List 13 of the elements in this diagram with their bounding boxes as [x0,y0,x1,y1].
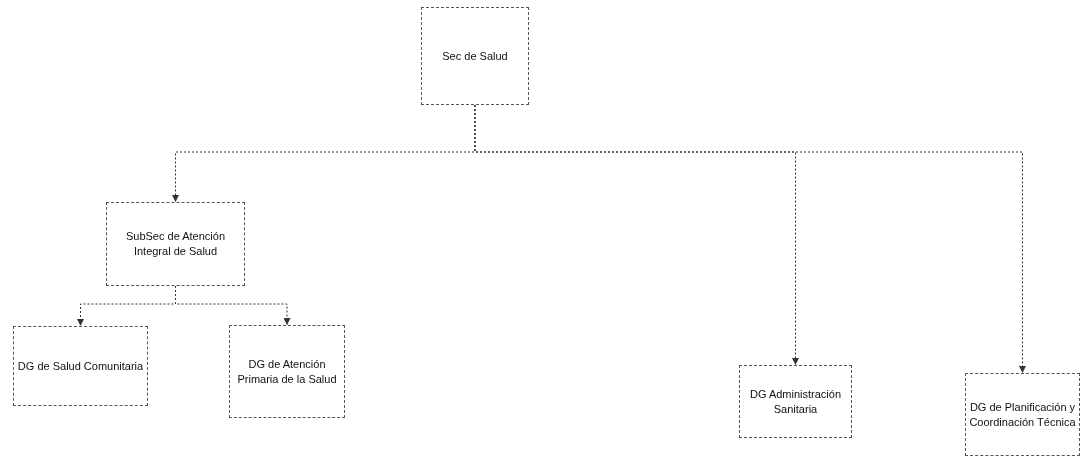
box-label: DG de Atención Primaria de la Salud [236,356,338,387]
org-box [739,365,852,438]
box-label: DG Administración Sanitaria [748,386,843,417]
box-label: DG de Planificación y Coordinación Técnica [969,399,1076,430]
org-box [965,373,1080,456]
connector-arrow [474,104,1026,374]
box-label: Sec de Salud [442,48,508,64]
box-label: SubSec de Atención Integral de Salud [124,229,227,259]
org-box [421,7,529,105]
org-box [13,326,148,406]
org-box [229,325,345,418]
org-box [106,202,245,286]
box-label: DG de Salud Comunitaria [17,358,144,374]
